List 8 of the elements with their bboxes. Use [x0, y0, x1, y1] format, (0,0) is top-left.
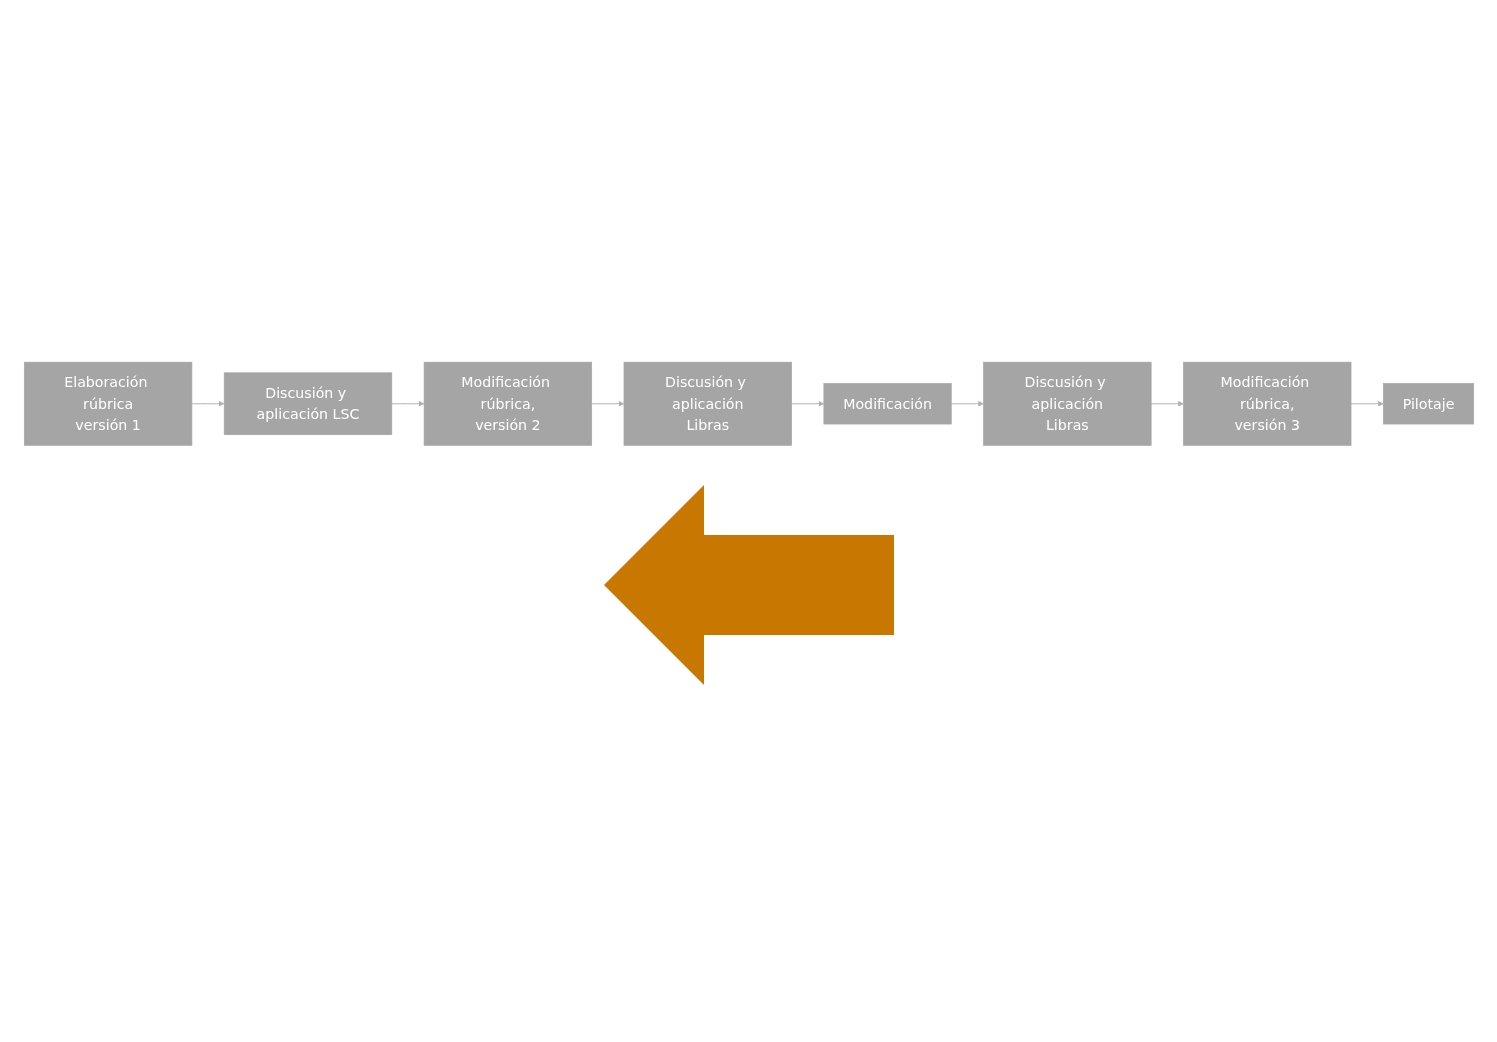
node-box: Discusión y aplicación Libras [982, 362, 1151, 446]
node-box: Modificación [823, 383, 952, 425]
node-box: Modificación rúbrica, versión 2 [423, 362, 592, 446]
node-box: Elaboración rúbrica versión 1 [23, 362, 192, 446]
node-box: Discusión y aplicación LSC [223, 372, 392, 436]
node-box: Pilotaje [1382, 383, 1474, 425]
node-box: Modificación rúbrica, versión 3 [1182, 362, 1351, 446]
node-box: Discusión y aplicación Libras [623, 362, 792, 446]
